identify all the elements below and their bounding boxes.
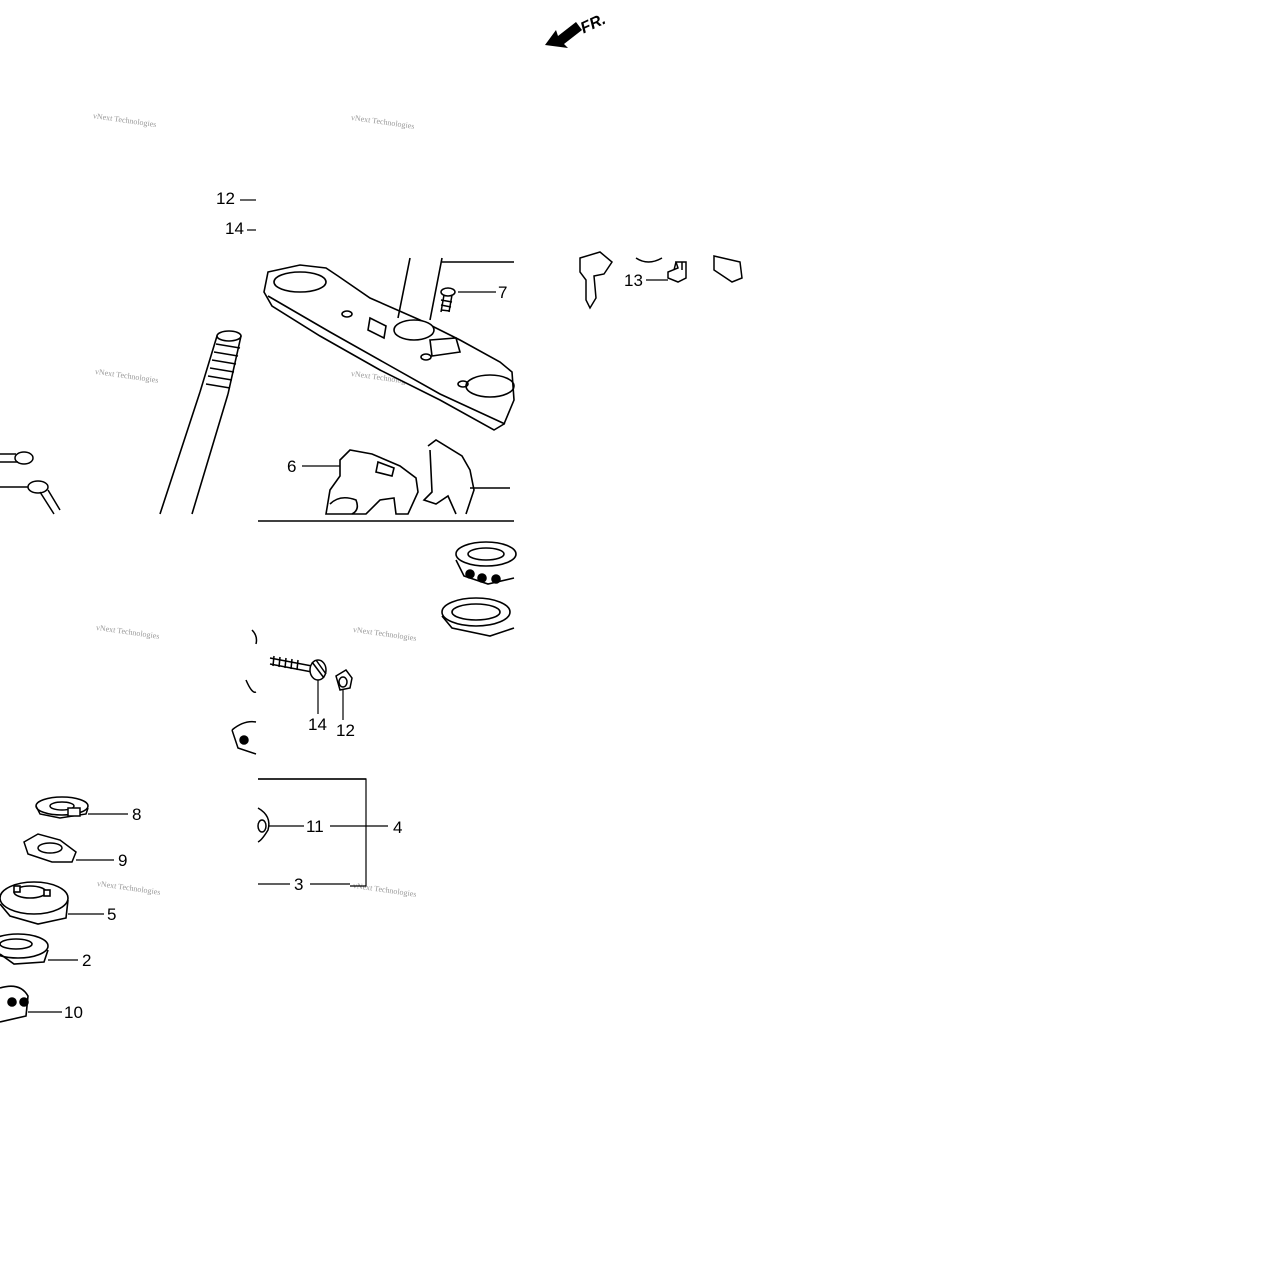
callout-9: 9 — [118, 851, 127, 870]
callout-5: 5 — [107, 905, 116, 924]
watermark: vNext Technologies — [96, 879, 161, 897]
steering-stem-part — [159, 330, 242, 515]
callout-13: 13 — [624, 271, 643, 290]
watermark: vNext Technologies — [94, 367, 159, 385]
bolt-7-part — [440, 287, 456, 313]
callout-3: 3 — [294, 875, 303, 894]
callout-labels: 12 14 7 13 6 14 12 8 9 11 4 5 3 2 10 — [64, 189, 643, 1022]
dust-seal-11-part — [257, 807, 270, 843]
callout-14-lower: 14 — [308, 715, 327, 734]
adjust-nut-5-part — [0, 881, 69, 925]
edge-bolt-part — [0, 451, 61, 515]
watermark: vNext Technologies — [352, 625, 417, 643]
watermark: vNext Technologies — [350, 113, 415, 131]
front-direction-arrow: FR. — [545, 11, 609, 48]
watermark: vNext Technologies — [95, 623, 160, 641]
bearing-10-part — [0, 985, 29, 1023]
bolt-14-nut-12-part — [231, 629, 353, 755]
callout-10: 10 — [64, 1003, 83, 1022]
key-and-bolt-13-part — [579, 251, 743, 310]
front-arrow-icon — [545, 22, 582, 48]
callout-12-upper: 12 — [216, 189, 235, 208]
bracket-line — [258, 778, 367, 887]
leader-lines — [28, 199, 668, 1013]
callout-2: 2 — [82, 951, 91, 970]
callout-6: 6 — [287, 457, 296, 476]
ignition-switch-6-part — [325, 439, 510, 515]
callout-11: 11 — [306, 817, 324, 836]
callout-4: 4 — [393, 818, 402, 837]
top-bridge-part — [263, 257, 515, 431]
upper-bearing-part — [441, 541, 517, 637]
callout-14-upper: 14 — [225, 219, 244, 238]
callout-7: 7 — [498, 283, 507, 302]
watermark: vNext Technologies — [352, 881, 417, 899]
front-direction-label: FR. — [578, 11, 609, 37]
watermark: vNext Technologies — [92, 111, 157, 129]
lock-washer-8-part — [35, 796, 89, 819]
callout-8: 8 — [132, 805, 141, 824]
bearing-race-2-part — [0, 933, 49, 965]
washer-9-part — [23, 833, 77, 863]
callout-12-lower: 12 — [336, 721, 355, 740]
